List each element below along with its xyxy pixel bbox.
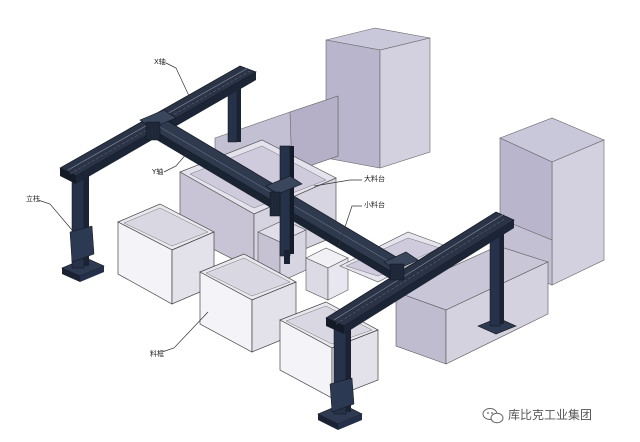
large-table-leader	[313, 179, 362, 187]
x-axis-leader	[165, 62, 191, 99]
column-leader	[37, 199, 73, 231]
wechat-icon	[482, 408, 504, 424]
watermark-text: 库比克工业集团	[508, 407, 592, 422]
material-box-leader	[161, 311, 209, 353]
large-table-label: 大料台	[364, 174, 385, 183]
watermark: 库比克工业集团	[482, 407, 592, 424]
material-box-label: 料框	[150, 349, 164, 358]
column-left	[61, 175, 105, 282]
small-table-leader	[337, 205, 362, 249]
tall-cabinet-left	[325, 27, 431, 169]
small-table-label: 小料台	[364, 200, 385, 209]
y-axis-label: Y轴	[151, 167, 163, 176]
x-axis-label: X轴	[154, 57, 166, 66]
y-axis-leader	[163, 151, 189, 173]
column-label: 立柱	[26, 194, 40, 203]
x-axis-rail-right	[325, 211, 515, 334]
z-axis-arm	[265, 145, 303, 264]
